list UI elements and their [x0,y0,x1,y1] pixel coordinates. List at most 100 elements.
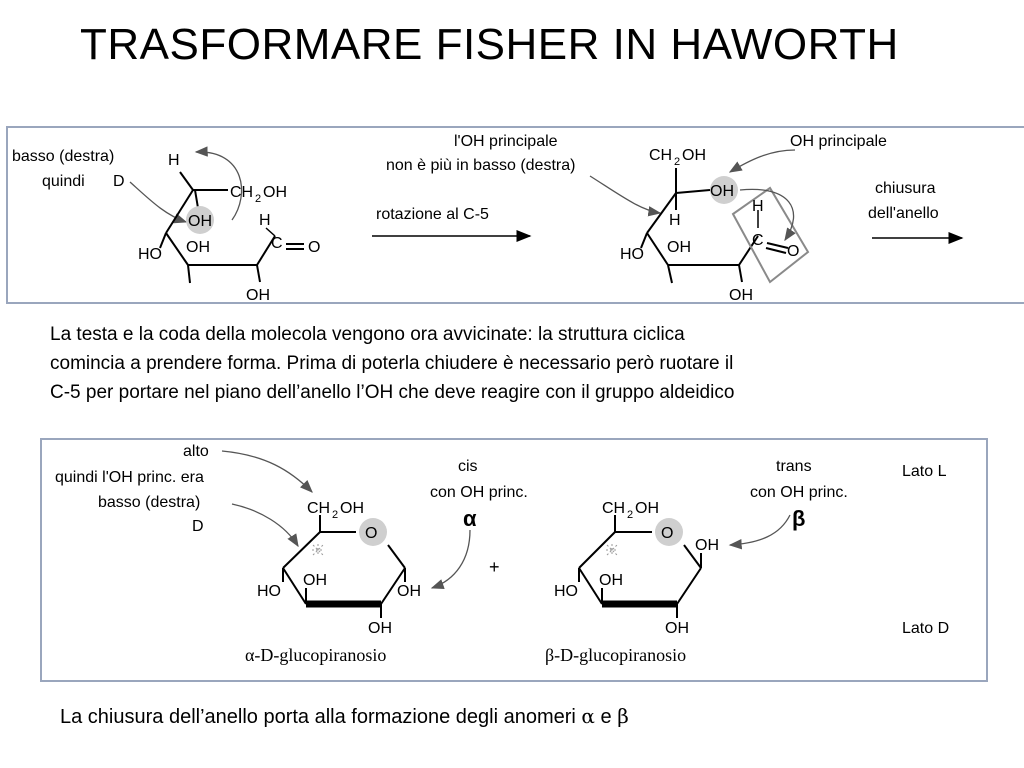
trans-note: trans con OH princ. β [750,458,848,531]
svg-text:H: H [752,198,764,215]
svg-text:OH: OH [263,184,287,201]
alpha-symbol: α [581,704,595,728]
svg-text:OH: OH [729,287,753,304]
svg-text:2: 2 [332,509,338,521]
ring-closure-arrow [739,188,796,242]
svg-text:2: 2 [674,156,680,168]
rotated-chain-molecule [640,168,789,284]
svg-text:basso (destra): basso (destra) [12,148,114,165]
svg-text:OH: OH [303,572,327,589]
curved-arrow-alto [221,450,313,493]
caption-alpha: α-D-glucopiranosio [245,645,386,665]
svg-text:OH: OH [667,239,691,256]
svg-text:OH: OH [188,213,212,230]
svg-text:alto: alto [183,443,209,460]
carbonyl-plane-box [731,186,810,284]
alpha-ring [282,515,406,618]
svg-text:OH: OH [665,620,689,637]
svg-text:Lato L: Lato L [902,463,947,480]
svg-text:H: H [259,212,271,229]
ring-oxygen-highlight-b [655,518,683,546]
svg-text:O: O [787,243,799,260]
curved-arrow-basso [231,503,299,548]
svg-text:HO: HO [554,583,578,600]
conjunction: e [600,706,612,728]
page-title: TRASFORMARE FISHER IN HAWORTH [80,20,899,69]
beta-ring-labels: CH 2 OH O OH HO OH OH [554,500,719,637]
curved-arrow-trans [728,514,791,550]
ring-oxygen-highlight-a [359,518,387,546]
beta-ring [578,515,702,618]
curved-arrow-right-note [728,149,796,173]
svg-text:HO: HO [138,246,162,263]
svg-text:C: C [752,232,764,249]
svg-text:O: O [365,525,377,542]
caption-beta: β-D-glucopiranosio [545,645,686,665]
conclusion-sentence: La chiusura dell’anello porta alla forma… [60,706,576,728]
paragraph-line: La testa e la coda della molecola vengon… [50,324,685,345]
svg-text:OH: OH [682,147,706,164]
explanation-paragraph: La testa e la coda della molecola vengon… [50,320,990,407]
svg-text:basso (destra): basso (destra) [98,494,200,511]
svg-text:O: O [308,239,320,256]
middle-note: l'OH principale non è più in basso (dest… [386,133,575,174]
svg-text:β: β [792,506,805,531]
rotated-chain-labels: CH 2 OH OH H H C O HO OH OH [620,147,799,304]
alpha-ring-labels: CH 2 OH O HO OH OH OH [257,500,421,637]
rotation-arrow-c5 [194,146,243,221]
open-chain-labels: H CH 2 OH OH H C O HO OH OH [138,152,320,304]
cis-note: cis con OH princ. α [430,458,528,531]
left-note: basso (destra) quindi D [12,148,125,190]
svg-text:trans: trans [776,458,812,475]
svg-text:H: H [669,212,681,229]
svg-text:OH: OH [186,239,210,256]
svg-text:HO: HO [620,246,644,263]
conclusion-text: La chiusura dell’anello porta alla forma… [60,704,629,729]
svg-text:quindi: quindi [42,173,85,190]
svg-text:CH: CH [307,500,330,517]
curved-arrow-cis [430,529,471,590]
svg-text:CH: CH [649,147,672,164]
svg-text:Lato D: Lato D [902,620,949,637]
svg-text:H: H [168,152,180,169]
svg-text:CH: CH [602,500,625,517]
highlight-oh-circle [186,206,214,234]
curved-arrow-left-note [129,181,188,224]
curved-arrow-middle-note [589,175,662,217]
arrow-label-rotation: rotazione al C-5 [376,206,489,223]
svg-text:dell'anello: dell'anello [868,205,939,222]
alpha-side-notes: alto quindi l'OH princ. era basso (destr… [55,443,209,535]
svg-text:HO: HO [257,583,281,600]
arrow-label-closure: chiusura dell'anello [868,180,939,222]
svg-text:cis: cis [458,458,478,475]
svg-text:C: C [271,235,283,252]
svg-text:con OH princ.: con OH princ. [750,484,848,501]
svg-text:chiusura: chiusura [875,180,936,197]
svg-text:l'OH principale: l'OH principale [454,133,558,150]
starburst-a [312,544,324,556]
svg-text:quindi l'OH princ. era: quindi l'OH princ. era [55,469,204,486]
svg-text:α: α [463,506,477,531]
svg-text:OH: OH [246,287,270,304]
svg-text:2: 2 [255,193,261,205]
svg-text:O: O [661,525,673,542]
svg-text:con OH princ.: con OH princ. [430,484,528,501]
svg-text:D: D [192,518,204,535]
paragraph-line: C-5 per portare nel piano dell’anello l’… [50,382,735,403]
svg-text:D: D [113,173,125,190]
plus-sign: + [489,557,500,577]
svg-text:non è più in basso (destra): non è più in basso (destra) [386,157,575,174]
svg-text:OH: OH [397,583,421,600]
svg-text:OH: OH [599,572,623,589]
open-chain-molecule [159,171,304,284]
side-labels: Lato L Lato D [902,463,949,637]
right-note-oh-principale: OH principale [790,133,887,150]
highlight-oh-circle-2 [710,176,738,204]
svg-text:OH: OH [340,500,364,517]
svg-text:OH: OH [368,620,392,637]
svg-text:OH: OH [695,537,719,554]
beta-symbol: β [617,704,629,728]
anomers-panel [40,438,988,682]
